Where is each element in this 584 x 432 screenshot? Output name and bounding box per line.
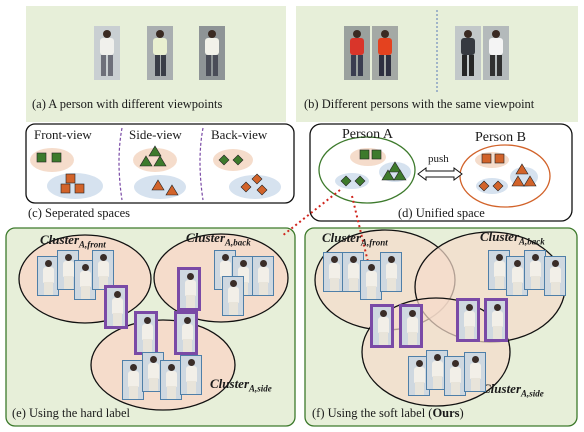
orange-square (481, 153, 492, 164)
orange-diamond (478, 180, 490, 192)
label-person-b: Person B (475, 130, 526, 145)
person-thumbnail (506, 256, 528, 296)
orange-diamond (251, 173, 263, 185)
cluster-label-e-side: ClusterA,side (210, 376, 272, 394)
orange-triangle (511, 175, 525, 187)
green-square (371, 149, 382, 160)
push-arrow (417, 167, 463, 181)
person-a-ellipse (318, 136, 416, 204)
photo-a-front (94, 26, 120, 80)
green-triangle (388, 161, 402, 173)
green-diamond (218, 154, 230, 166)
green-diamond (354, 175, 366, 187)
connector-to-f (351, 195, 370, 267)
green-triangle (139, 155, 153, 167)
label-person-a: Person A (342, 127, 393, 142)
orange-square (74, 183, 85, 194)
connector-to-e (281, 189, 341, 237)
caption-e: (e) Using the hard label (12, 406, 131, 420)
person-thumbnail (464, 352, 486, 392)
person-thumbnail (342, 252, 364, 292)
cluster-label-f-back: ClusterA,back (480, 229, 545, 247)
orange-triangle (515, 163, 529, 175)
caption-d: (d) Unified space (398, 206, 485, 220)
cluster-label-e-front: ClusterA,front (40, 232, 106, 250)
photo-b-person2 (372, 26, 398, 80)
photo-b-person1 (344, 26, 370, 80)
cluster-label-f-side: ClusterA,side (482, 381, 544, 399)
person-thumbnail (74, 260, 96, 300)
orange-square (494, 153, 505, 164)
person-thumbnail (180, 355, 202, 395)
panel-c-divider-2 (199, 127, 204, 201)
person-thumbnail (444, 356, 466, 396)
label-side-view: Side-view (129, 127, 182, 142)
cluster-label-e-back: ClusterA,back (186, 230, 251, 248)
label-back-view: Back-view (211, 127, 268, 142)
person-thumbnail (160, 360, 182, 400)
person-thumbnail-highlighted (134, 311, 158, 355)
orange-square (60, 183, 71, 194)
person-thumbnail (544, 256, 566, 296)
person-thumbnail (524, 250, 546, 290)
person-thumbnail-highlighted (456, 298, 480, 342)
person-thumbnail (360, 260, 382, 300)
blob-back-orange (229, 175, 281, 199)
green-square (36, 152, 47, 163)
person-thumbnail-highlighted (484, 298, 508, 342)
person-thumbnail-highlighted (174, 311, 198, 355)
orange-diamond (492, 180, 504, 192)
photo-b-person4 (483, 26, 509, 80)
caption-f: (f) Using the soft label (Ours) (312, 406, 464, 420)
person-thumbnail (252, 256, 274, 296)
green-triangle (153, 155, 167, 167)
green-diamond (232, 154, 244, 166)
orange-diamond (240, 181, 252, 193)
green-triangle (381, 169, 395, 181)
person-thumbnail-highlighted (177, 267, 201, 311)
orange-triangle (165, 184, 179, 196)
photo-b-person3 (455, 26, 481, 80)
person-thumbnail (37, 256, 59, 296)
cluster-label-f-front: ClusterA,front (322, 230, 388, 248)
caption-b: (b) Different persons with the same view… (304, 97, 535, 111)
green-square (359, 149, 370, 160)
green-triangle (393, 169, 407, 181)
orange-triangle (523, 175, 537, 187)
green-triangle (148, 145, 162, 157)
orange-triangle (151, 179, 165, 191)
green-diamond (340, 175, 352, 187)
person-thumbnail (92, 250, 114, 290)
person-thumbnail (222, 276, 244, 316)
orange-diamond (256, 184, 268, 196)
orange-square (65, 173, 76, 184)
person-thumbnail (122, 360, 144, 400)
label-push: push (428, 153, 449, 165)
person-thumbnail (142, 352, 164, 392)
label-front-view: Front-view (34, 127, 92, 142)
panel-c-divider-1 (118, 127, 123, 201)
person-thumbnail-highlighted (399, 304, 423, 348)
person-thumbnail-highlighted (104, 285, 128, 329)
caption-c: (c) Seperated spaces (28, 206, 131, 220)
photo-a-side (147, 26, 173, 80)
green-square (51, 152, 62, 163)
person-thumbnail-highlighted (370, 304, 394, 348)
caption-a: (a) A person with different viewpoints (32, 97, 223, 111)
photo-a-back (199, 26, 225, 80)
person-thumbnail (380, 252, 402, 292)
